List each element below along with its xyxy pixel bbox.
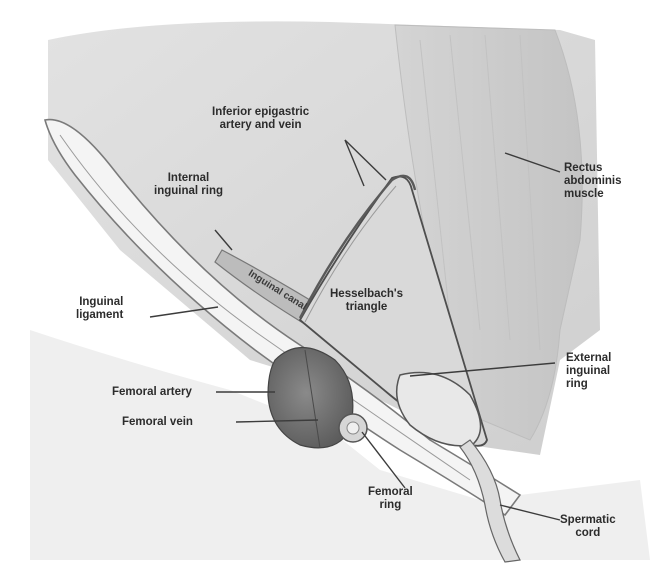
label-internal-inguinal-ring: Internal inguinal ring [154, 172, 223, 198]
label-line: artery and vein [212, 119, 309, 132]
label-line: triangle [330, 301, 403, 314]
label-rectus-abdominis: Rectus abdominis muscle [564, 162, 622, 201]
label-line: Internal [154, 172, 223, 185]
label-line: ligament [76, 309, 123, 322]
label-line: ring [566, 378, 611, 391]
label-external-inguinal-ring: External inguinal ring [566, 352, 611, 391]
label-line: ring [368, 499, 413, 512]
label-line: inguinal [566, 365, 611, 378]
label-femoral-vein: Femoral vein [122, 416, 193, 429]
label-line: External [566, 352, 611, 365]
label-inguinal-ligament: Inguinal ligament [76, 296, 123, 322]
label-line: cord [560, 527, 616, 540]
label-line: muscle [564, 188, 622, 201]
label-line: Hesselbach's [330, 288, 403, 301]
label-line: Femoral [368, 486, 413, 499]
label-line: Spermatic [560, 514, 616, 527]
label-line: Inferior epigastric [212, 106, 309, 119]
label-spermatic-cord: Spermatic cord [560, 514, 616, 540]
label-line: inguinal ring [154, 185, 223, 198]
label-line: Inguinal [76, 296, 123, 309]
label-femoral-artery: Femoral artery [112, 386, 192, 399]
label-line: Rectus [564, 162, 622, 175]
label-femoral-ring: Femoral ring [368, 486, 413, 512]
label-inferior-epigastric: Inferior epigastric artery and vein [212, 106, 309, 132]
label-hesselbachs-triangle: Hesselbach's triangle [330, 288, 403, 314]
label-line: abdominis [564, 175, 622, 188]
